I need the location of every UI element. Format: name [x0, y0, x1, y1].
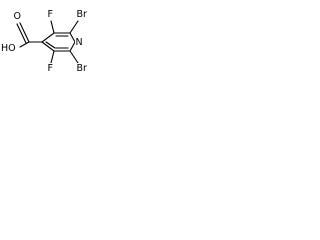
bond-c-o-double-2 — [16, 23, 27, 44]
atom-label-f-top: F — [48, 9, 53, 20]
bond-n-c6 — [69, 41, 76, 52]
bond-c-oh — [19, 41, 30, 48]
bond-c5-f — [50, 50, 55, 64]
atom-label-br-bottom: Br — [77, 63, 88, 74]
bond-c2-br — [69, 20, 79, 34]
bond-c4-c5-inner — [45, 41, 56, 49]
bond-c3-f — [50, 20, 55, 34]
bond-c2-n — [69, 32, 76, 43]
atom-label-f-bottom: F — [48, 63, 53, 74]
bond-c5-c4 — [41, 41, 55, 52]
atom-label-o: O — [14, 11, 21, 22]
chemical-structure: O HO F F Br Br N — [0, 9, 91, 74]
bond-c-o-double-1 — [19, 22, 30, 43]
bond-c6-br — [69, 50, 79, 64]
atom-label-ho: HO — [1, 43, 16, 54]
atom-label-br-top: Br — [77, 9, 88, 20]
bond-c4-c3 — [41, 32, 55, 43]
atom-label-n: N — [76, 37, 83, 48]
